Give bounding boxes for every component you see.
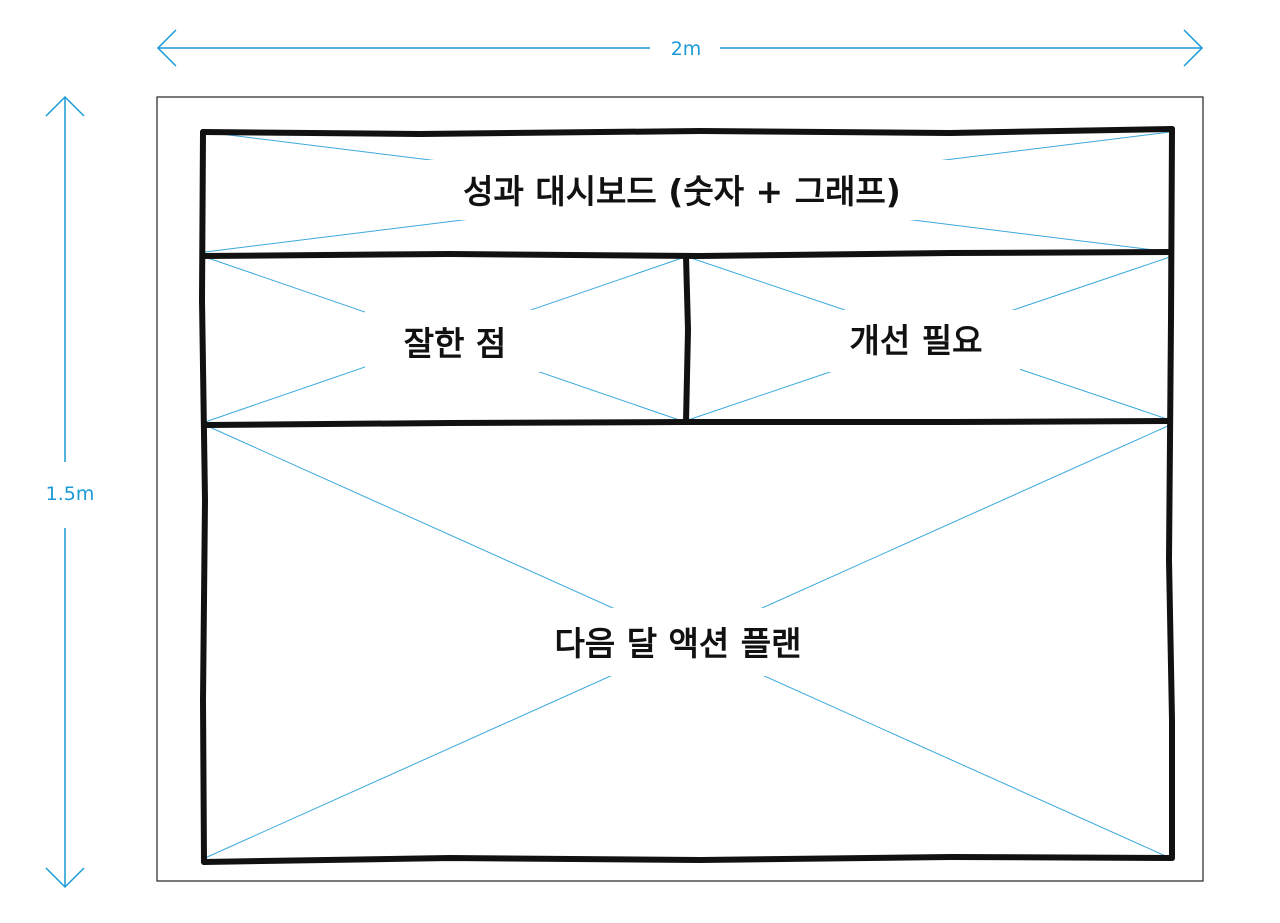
width-arrow-head-right — [1183, 29, 1204, 67]
height-label: 1.5m — [46, 483, 95, 505]
improvements-label-bg — [815, 310, 1020, 372]
width-label: 2m — [671, 38, 702, 60]
width-dimension: 2m — [156, 29, 1204, 67]
improvements-label: 개선 필요 — [850, 321, 983, 360]
width-arrow-head-left — [156, 29, 177, 67]
height-arrow-head-top — [45, 95, 85, 117]
strengths-label: 잘한 점 — [404, 324, 507, 363]
border-top — [200, 126, 1175, 137]
strengths-label-bg — [365, 310, 540, 372]
height-dimension: 1.5m — [45, 95, 95, 889]
height-arrow-head-bottom — [45, 867, 85, 889]
box-borders — [199, 126, 1175, 865]
header-label-bg — [395, 160, 975, 220]
divider-header — [200, 249, 1174, 259]
action-plan-label: 다음 달 액션 플랜 — [555, 624, 802, 663]
header-label: 성과 대시보드 (숫자 + 그래프) — [463, 172, 901, 211]
outer-frame — [156, 96, 1204, 882]
action-plan-label-bg — [500, 608, 855, 676]
divider-vertical — [683, 253, 691, 425]
border-left — [199, 129, 208, 865]
border-bottom — [201, 854, 1175, 865]
label-backgrounds — [365, 160, 1020, 676]
border-right — [1166, 126, 1175, 861]
